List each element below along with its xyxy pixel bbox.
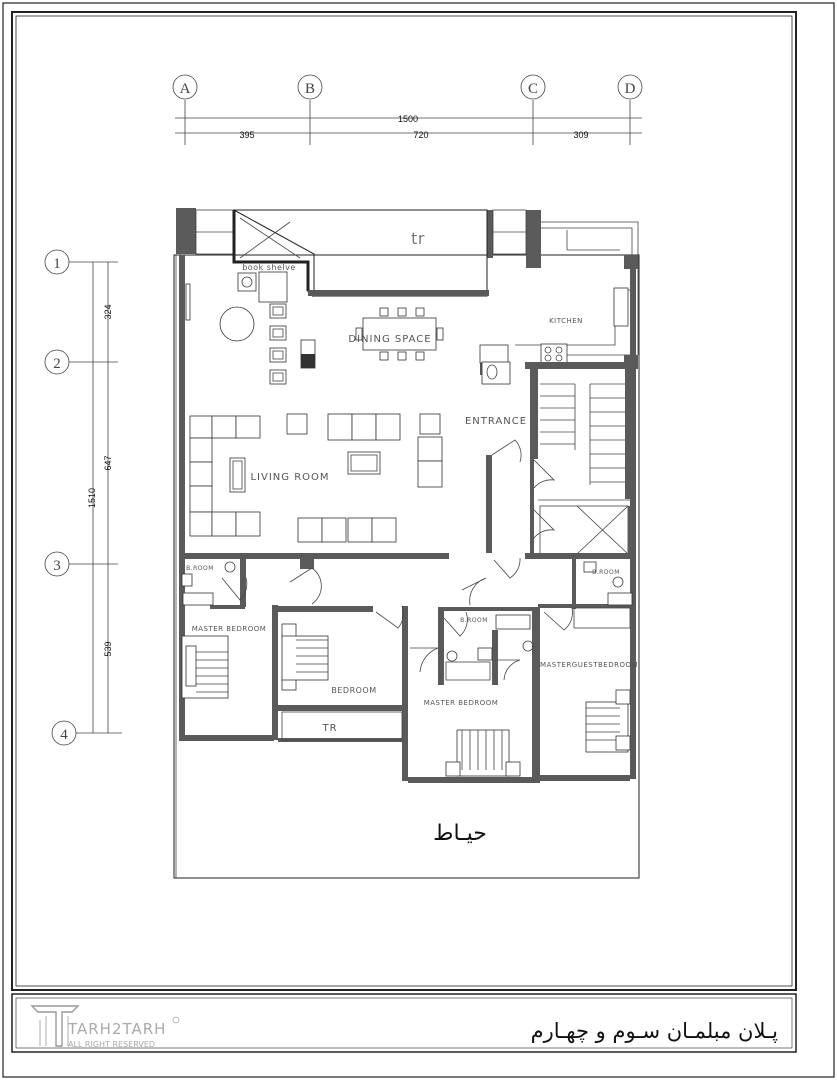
logo-subtext: ALL RIGHT RESERVED [68, 1040, 155, 1049]
label-book-shelve: book shelve [242, 263, 296, 272]
label-living-room: LIVING ROOM [250, 472, 329, 483]
grid-col-a: A [180, 81, 191, 97]
dim-col-bc: 720 [413, 130, 428, 140]
label-yard: حیـاط [433, 821, 487, 846]
grid-col-c: C [528, 81, 538, 97]
grid-col-b: B [305, 81, 315, 97]
label-entrance: ENTRANCE [465, 416, 527, 427]
grid-row-3: 3 [53, 558, 61, 574]
label-master-mid: MASTER BEDROOM [424, 699, 499, 707]
logo: TARH2TARH ALL RIGHT RESERVED [30, 1005, 180, 1049]
doors [221, 439, 573, 681]
label-master-guest: MASTERGUESTBEDROOM [540, 661, 638, 669]
dim-row-34: 539 [103, 641, 113, 656]
label-tr-bottom: TR [321, 723, 337, 734]
dim-col-cd: 309 [573, 130, 588, 140]
label-kitchen: KITCHEN [549, 317, 583, 325]
label-broom-left: B.ROOM [186, 565, 214, 572]
row-grid: 1 2 3 4 1510 324 647 539 [44, 249, 122, 746]
label-dining: DINING SPACE [348, 334, 431, 345]
grid-row-4: 4 [60, 727, 68, 743]
dim-overall-width: 1500 [398, 114, 418, 124]
dim-row-23: 647 [103, 455, 113, 470]
label-broom-mid: B.ROOM [460, 617, 488, 624]
drawing-title: پـلان مبلمـان سـوم و چهـارم [531, 1019, 779, 1043]
label-tr-top: tr [411, 229, 425, 248]
dim-row-12: 324 [103, 304, 113, 319]
column-grid: A B C D 1500 395 720 309 [172, 74, 643, 145]
title-block [11, 993, 797, 1053]
label-broom-right: B.ROOM [592, 569, 620, 576]
furniture [181, 271, 633, 777]
building-walls [173, 208, 640, 879]
sheet-border-inner [11, 11, 797, 991]
dim-overall-height: 1510 [87, 488, 97, 508]
grid-row-2: 2 [53, 356, 61, 372]
logo-text: TARH2TARH [67, 1020, 166, 1038]
room-labels: tr book shelve DINING SPACE KITCHEN ENTR… [186, 229, 638, 846]
grid-row-1: 1 [53, 256, 61, 272]
label-master-left: MASTER BEDROOM [192, 625, 267, 633]
dim-col-ab: 395 [239, 130, 254, 140]
grid-col-d: D [625, 81, 636, 97]
label-bedroom: BEDROOM [331, 686, 376, 695]
